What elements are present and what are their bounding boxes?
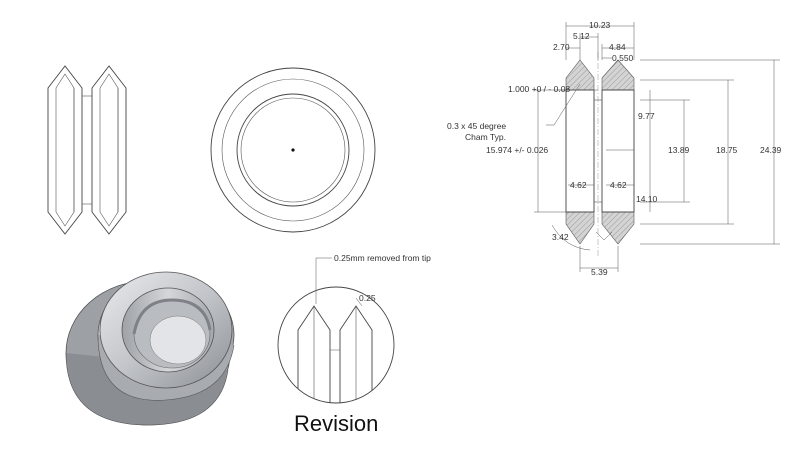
- dim-4-84: 4.84: [609, 42, 626, 52]
- chamfer-note-line2: Cham Typ.: [465, 132, 506, 142]
- isometric-ring: [65, 271, 235, 426]
- tip-removed-note: 0.25mm removed from tip: [334, 253, 431, 263]
- dim-9-77: 9.77: [638, 111, 655, 121]
- dim-4-62-left: 4.62: [570, 180, 587, 190]
- dim-2-70: 2.70: [553, 42, 570, 52]
- dim-5-12: 5.12: [573, 31, 590, 41]
- center-point: [291, 148, 295, 152]
- dim-3-42: 3.42: [552, 232, 569, 242]
- front-view: [210, 67, 376, 233]
- dimension-labels: 10.23 5.12 2.70 4.84 0.550 1.000 +0 / - …: [447, 20, 782, 277]
- detail-callout: 0.25mm removed from tip 0.25: [277, 253, 431, 404]
- dim-18-75: 18.75: [716, 145, 738, 155]
- dim-4-62-right: 4.62: [610, 180, 627, 190]
- side-view: [47, 65, 127, 235]
- dim-15-974: 15.974 +/- 0.026: [486, 145, 548, 155]
- revision-caption: Revision: [294, 411, 378, 436]
- dim-24-39: 24.39: [760, 145, 782, 155]
- section-view: [534, 22, 780, 272]
- tip-dim-label: 0.25: [359, 293, 376, 303]
- dim-5-39: 5.39: [591, 267, 608, 277]
- dim-10-23: 10.23: [589, 20, 611, 30]
- chamfer-note-line1: 0.3 x 45 degree: [447, 121, 506, 131]
- dim-13-89: 13.89: [668, 145, 690, 155]
- dim-0-550: 0.550: [612, 53, 634, 63]
- dim-1-000: 1.000 +0 / - 0.08: [508, 84, 570, 94]
- dim-14-10: 14.10: [636, 194, 658, 204]
